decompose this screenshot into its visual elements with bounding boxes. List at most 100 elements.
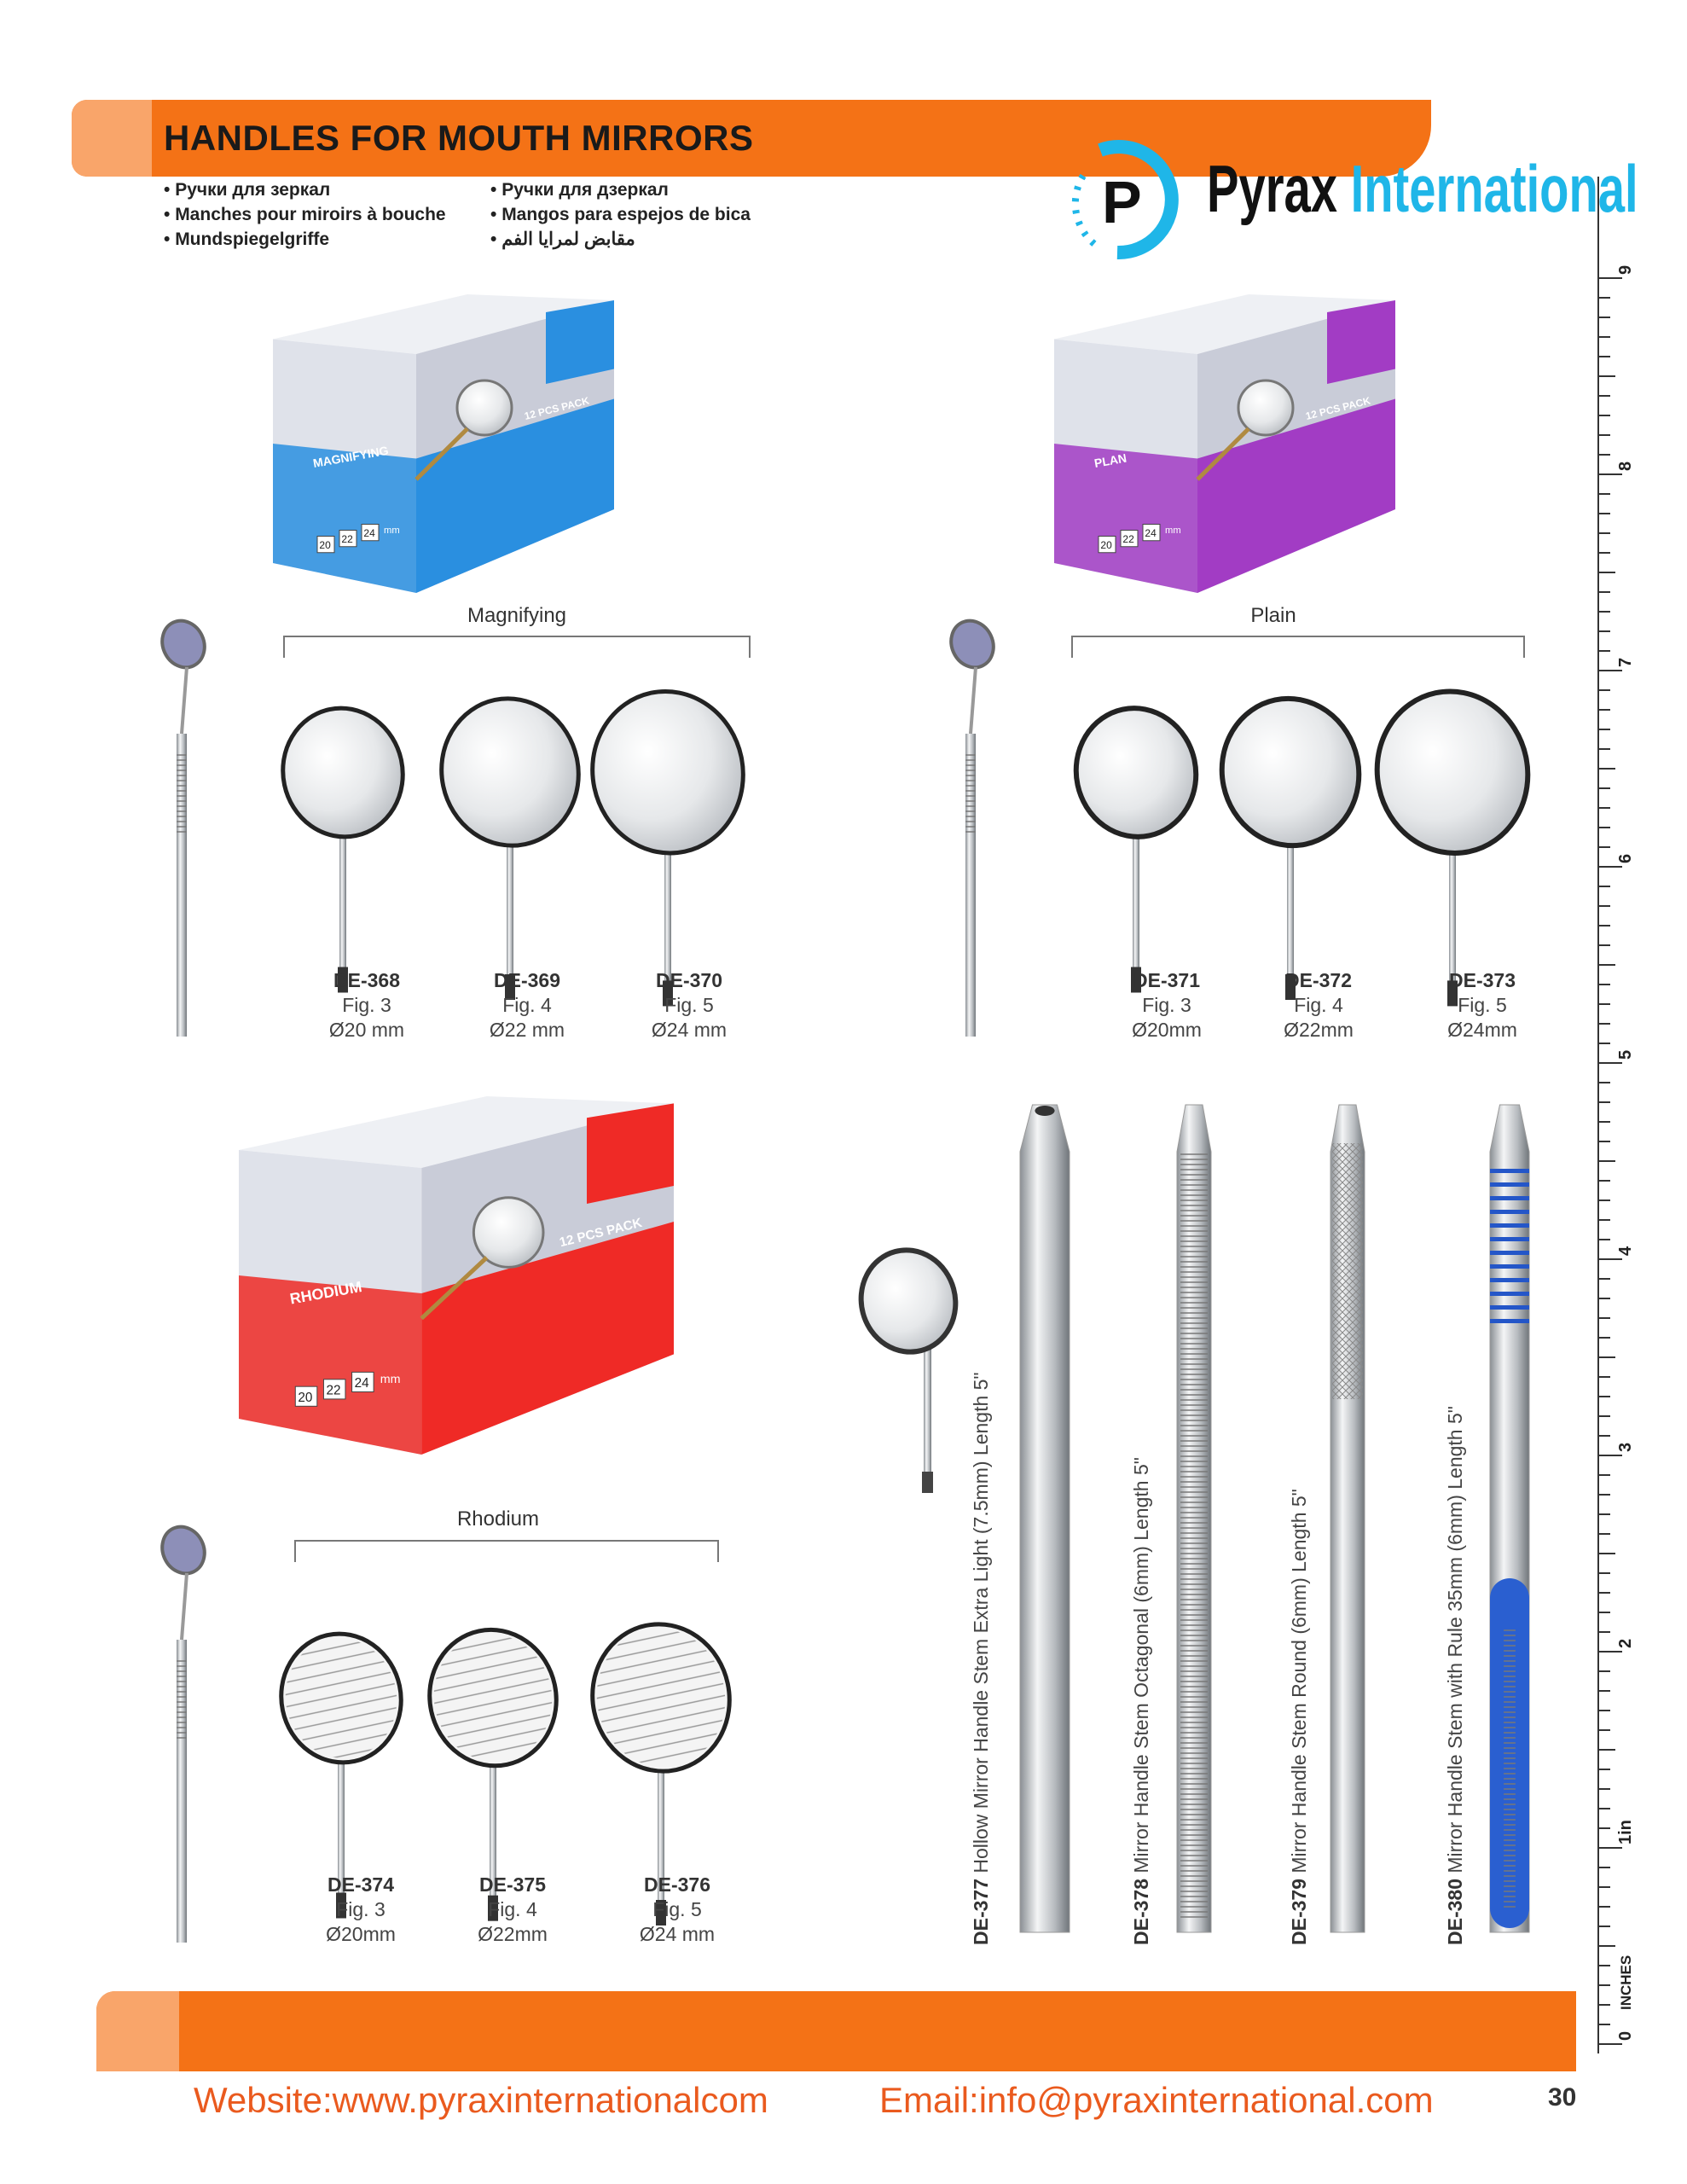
mirror-thread (922, 1472, 933, 1493)
group-label-rhodium: Rhodium (456, 1507, 540, 1531)
translations-col2: Ручки для дзеркал Mangos para espejos de… (490, 177, 751, 252)
translation-fr: Manches pour miroirs à bouche (164, 202, 445, 227)
mirror-glass (858, 1247, 959, 1355)
box-color-band (421, 1222, 674, 1455)
stem-ring (1490, 1223, 1529, 1228)
de-377-mirror-image (858, 1247, 959, 1493)
pyrax-logo: P Pyrax International (1066, 125, 1638, 265)
translation-ar: مقابض لمرايا الفم (490, 227, 751, 252)
mirror-handle-image (160, 619, 206, 1037)
mirror-handle-image (160, 1525, 206, 1943)
box-unit: mm (384, 526, 400, 536)
ruler-unit-label: INCHES (1618, 1955, 1634, 2010)
mirror-stem (339, 826, 346, 988)
mirror-stem (924, 1322, 931, 1493)
mirror-de-371 (1073, 705, 1199, 992)
box-size-frame (339, 530, 357, 548)
box-size: 20 (298, 1391, 312, 1405)
group-bracket (283, 636, 751, 658)
footer-website-link[interactable]: Website:www.pyraxinternationalcom (194, 2080, 768, 2120)
logo-word-international: International (1350, 151, 1638, 226)
mirror-thread (1285, 974, 1296, 1000)
translation-uk: Ручки для дзеркал (490, 177, 751, 202)
footer-bar (96, 1991, 1576, 2071)
mirror-stem (1287, 834, 1294, 996)
group-label-magnifying: Magnifying (467, 604, 567, 627)
box-size: 22 (327, 1383, 341, 1397)
group-bracket (1071, 636, 1525, 658)
ruler-number: 7 (1616, 658, 1635, 667)
mirror-glass (590, 688, 745, 856)
box-label: PLAN (1093, 451, 1128, 470)
stem-ring (1490, 1278, 1529, 1282)
mirror-thread (1447, 980, 1458, 1007)
stem-ring (1490, 1237, 1529, 1241)
stem-body (1019, 1104, 1070, 1933)
stem-ring (1490, 1305, 1529, 1310)
ruler-number: 3 (1616, 1443, 1635, 1452)
translations-col1: Ручки для зеркал Manches pour miroirs à … (164, 177, 446, 252)
box-size-frame (361, 524, 380, 542)
handle-grip (177, 751, 187, 836)
stem-ring (1490, 1319, 1529, 1323)
box-unit: mm (1165, 526, 1181, 536)
logo-mark-icon: P (1071, 140, 1179, 260)
box-side-band (1054, 444, 1197, 593)
box-color-band (416, 398, 614, 593)
translation-ru: Ручки для зеркал (164, 177, 446, 202)
rhodium-lines (433, 1634, 553, 1762)
mirror-thread (338, 967, 348, 992)
ruler-number: 6 (1616, 854, 1635, 863)
mirror-stem (658, 1759, 664, 1921)
stem-rule-marks (1504, 1629, 1516, 1911)
ruler-number: 9 (1616, 265, 1635, 275)
box-corner-band (1327, 300, 1395, 384)
mirror-glass (439, 696, 581, 848)
box-size: 24 (1145, 527, 1157, 539)
mirror-stem (1133, 826, 1139, 988)
box-corner-band (587, 1103, 674, 1204)
box-color-band (1197, 398, 1395, 593)
mirror-head (949, 619, 995, 670)
box-mirror-handle (415, 427, 469, 481)
mirror-de-370 (590, 688, 745, 1007)
box-mirror-icon (472, 1196, 545, 1269)
svg-text:P: P (1102, 169, 1142, 235)
box-size-frame (351, 1371, 374, 1392)
mirror-de-368 (281, 706, 405, 992)
box-size: 22 (341, 533, 353, 545)
mirror-neck (180, 1572, 188, 1641)
box-size: 24 (355, 1376, 370, 1391)
box-top (1054, 294, 1395, 354)
footer-email-link[interactable]: Email:info@pyraxinternational.com (879, 2080, 1434, 2120)
mirror-stem (664, 839, 671, 1002)
mirror-glass (281, 706, 405, 839)
stem-ring (1490, 1210, 1529, 1214)
stem-ring (1490, 1196, 1529, 1200)
box-size-frame (1098, 536, 1116, 554)
box-top (239, 1096, 674, 1168)
mirror-neck (180, 666, 188, 735)
group-label-plain: Plain (1250, 604, 1296, 627)
box-mirror-handle (1196, 427, 1250, 481)
box-size: 20 (319, 539, 331, 551)
mirror-thread (505, 974, 515, 1000)
mirror-head (160, 619, 206, 670)
box-size: 22 (1122, 533, 1134, 545)
mirror-thread (336, 1892, 346, 1918)
mirror-de-369 (439, 696, 581, 1000)
rhodium-lines (285, 1637, 397, 1758)
mirror-thread (663, 980, 673, 1007)
mirror-stem (507, 834, 513, 996)
stem-label-de-379: DE-379 Mirror Handle Stem Round (6mm) Le… (1288, 1489, 1310, 1945)
ruler-number: 8 (1616, 462, 1635, 471)
mirror-neck (969, 666, 977, 735)
